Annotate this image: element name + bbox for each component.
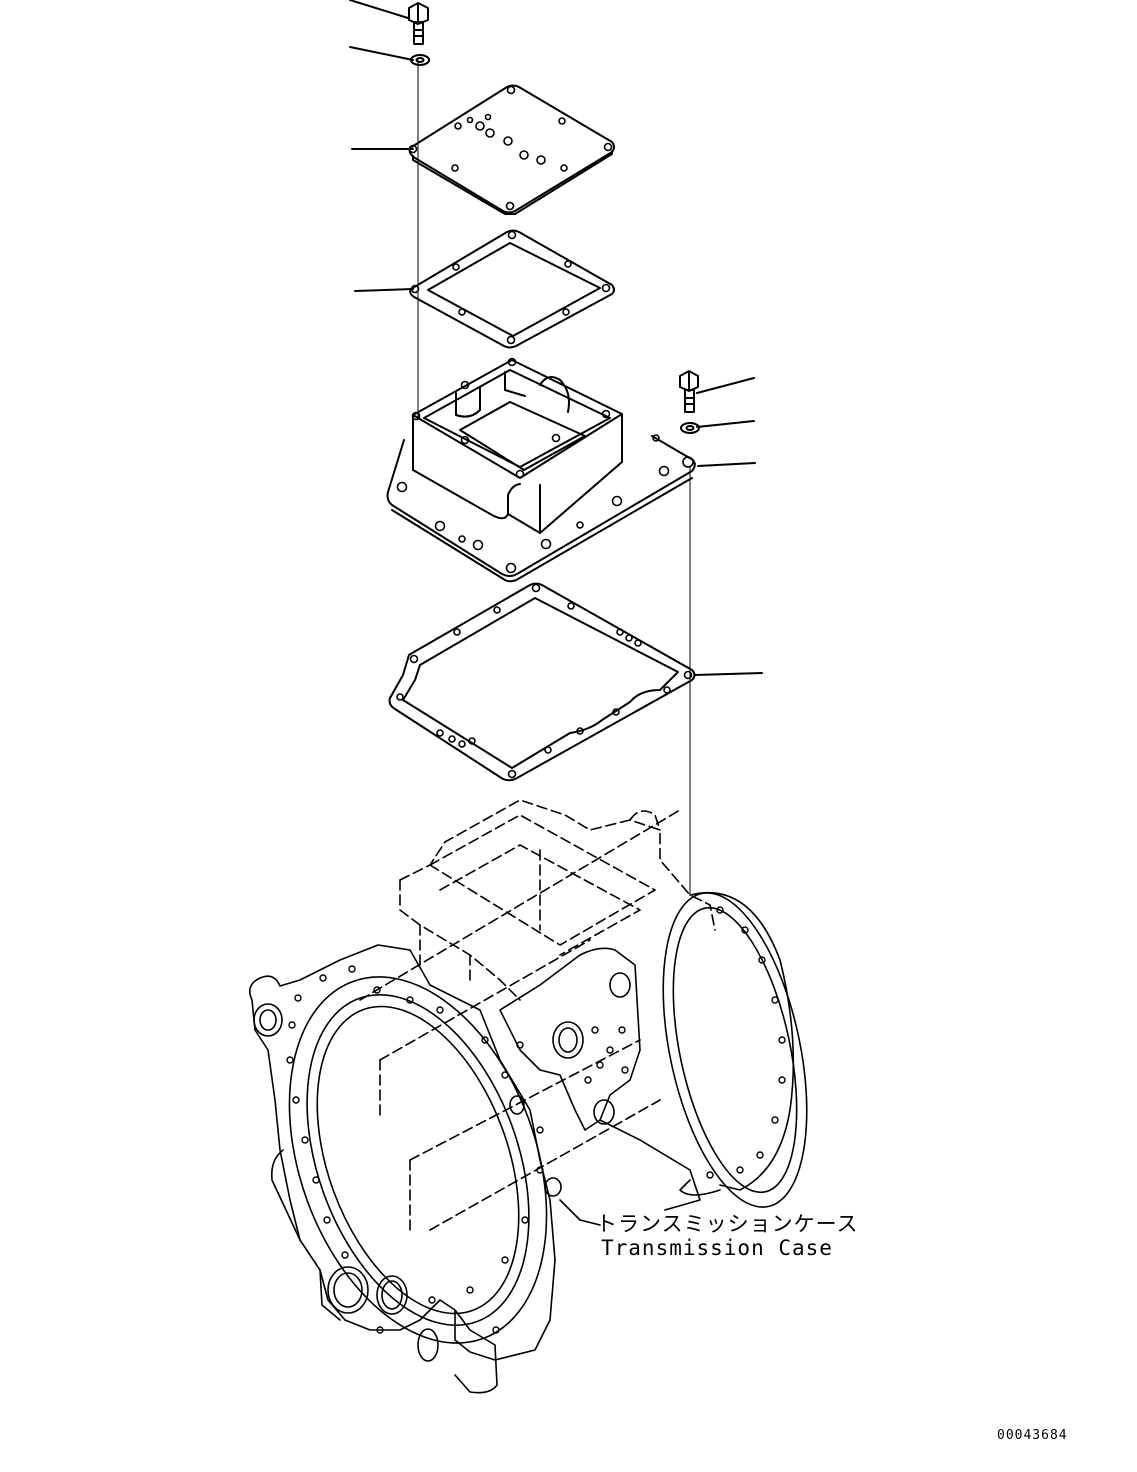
valve-housing [386,357,696,583]
leader-line-bolt-right [696,377,755,394]
leader-lines [349,0,763,676]
cover-plate [408,84,615,215]
transmission-case [249,799,808,1394]
case-label-english: Transmission Case [601,1236,833,1260]
leader-line-gasket-lower [694,672,763,676]
drawing-number: 00043684 [997,1428,1068,1443]
gasket-lower [388,582,696,782]
washer-right [680,422,700,434]
leader-line-washer-right [696,420,755,428]
leader-line-bolt-top [349,0,409,19]
leader-line-housing [697,462,756,467]
washer-top [410,54,430,66]
leader-line-washer-top [349,46,414,61]
case-label-japanese: トランスミッションケース [596,1212,859,1236]
bolt-right [679,370,699,413]
gasket-upper [409,229,615,349]
bolt-top [408,2,429,45]
leader-line-gasket-upper [354,288,414,292]
